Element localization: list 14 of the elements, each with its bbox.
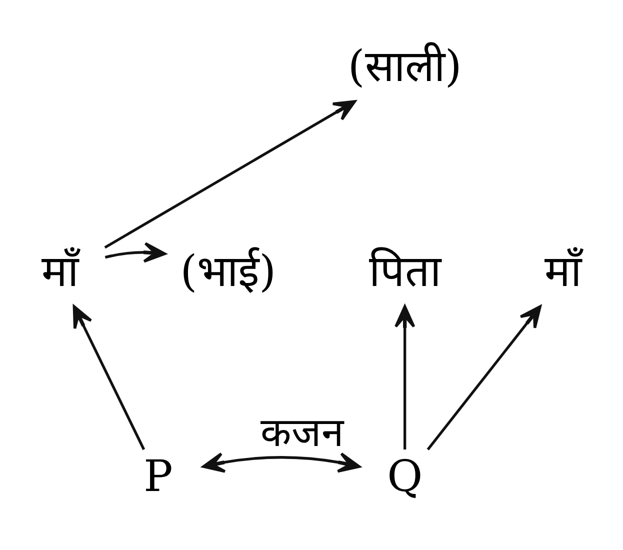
arrow	[104, 100, 356, 248]
node-text: (भाई)	[180, 246, 276, 296]
node-text: P	[144, 452, 173, 502]
arrow	[394, 304, 416, 450]
node-text: माँ	[544, 246, 582, 296]
arrow	[426, 304, 542, 450]
arrow	[202, 452, 361, 472]
edge-label: कजन	[260, 410, 344, 456]
node-text: माँ	[41, 246, 78, 296]
node-text: पिता	[368, 246, 441, 296]
arrow	[104, 242, 166, 262]
node-text: Q	[387, 452, 423, 502]
arrow	[72, 304, 146, 450]
node-text: (साली)	[348, 42, 462, 92]
